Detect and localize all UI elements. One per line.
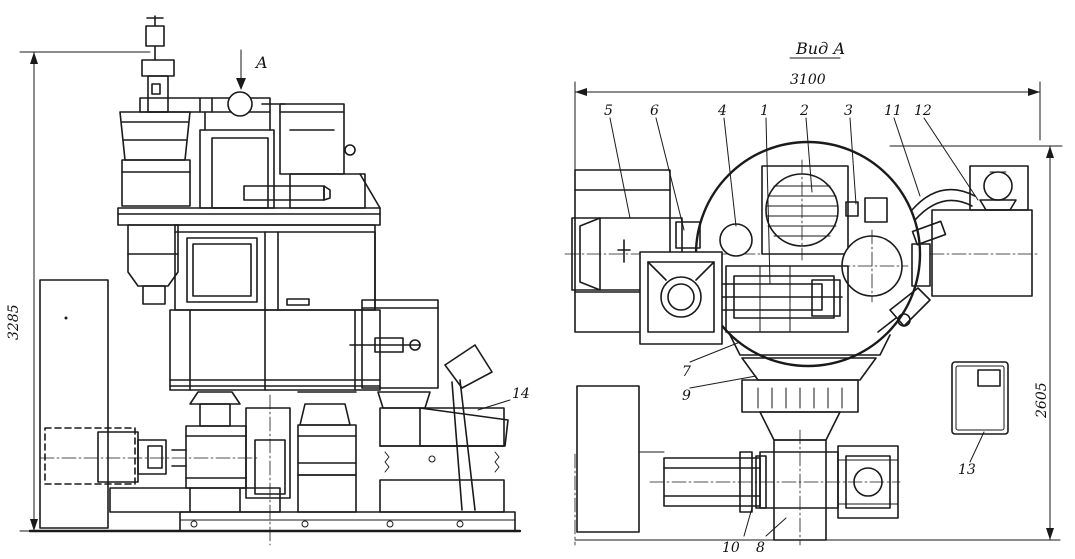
callout-11: 11 xyxy=(884,103,902,119)
unit-11-clamp-arm xyxy=(877,188,976,333)
callout-8: 8 xyxy=(756,540,765,556)
callout-1: 1 xyxy=(760,103,769,119)
callout-9: 9 xyxy=(682,388,691,404)
lower-left-cabinet xyxy=(576,385,640,533)
unit-10-drive xyxy=(649,451,901,513)
callout-2: 2 xyxy=(799,103,809,119)
callout-12: 12 xyxy=(914,103,932,119)
unit-3-bracket xyxy=(864,197,888,223)
view-arrow-label: A xyxy=(254,53,268,72)
callout-7: 7 xyxy=(682,364,691,380)
unit-2-cylinder xyxy=(761,159,849,261)
left-elevation-view: 3285 xyxy=(6,15,530,546)
right-gearbox xyxy=(837,445,899,519)
left-height-dimension: 3285 xyxy=(6,51,151,532)
upper-frame-structure xyxy=(117,207,381,391)
view-direction-arrow: A xyxy=(236,49,268,90)
callout-6: 6 xyxy=(650,103,659,119)
unit-4-ball xyxy=(719,223,753,257)
base-frame xyxy=(28,487,522,533)
top-pipe-manifold xyxy=(139,91,286,209)
right-plan-view: Вид А 3100 2605 xyxy=(564,39,1063,556)
secondary-mill xyxy=(297,391,357,513)
callout-10: 10 xyxy=(722,540,740,556)
unit-12-cabinet xyxy=(929,165,1041,297)
width-dimension-label: 3100 xyxy=(790,72,826,88)
callout-14: 14 xyxy=(477,386,530,411)
mill-housing xyxy=(171,391,291,513)
callout-4: 4 xyxy=(717,103,727,119)
feeder-bin xyxy=(243,103,381,209)
right-round-hatch xyxy=(835,229,909,303)
control-cabinet xyxy=(39,279,109,529)
width-dimension: 3100 xyxy=(574,72,1041,171)
unit-13-control-box xyxy=(951,361,1009,435)
unit-6-block xyxy=(675,221,701,249)
view-a-title: Вид А xyxy=(795,39,845,58)
callout-3: 3 xyxy=(844,103,853,119)
callouts-right-view: 5 6 4 1 2 3 11 12 7 9 10 8 13 xyxy=(604,103,985,556)
callout-13: 13 xyxy=(958,462,976,478)
vibrating-screen xyxy=(349,299,509,513)
callout-5: 5 xyxy=(604,103,613,119)
unit-3-part xyxy=(845,201,859,217)
right-height-label: 2605 xyxy=(1034,382,1050,419)
unit-1-shaft-assembly xyxy=(711,265,849,333)
cyclone-hopper xyxy=(119,15,191,305)
feed-flange-box xyxy=(639,251,723,345)
callout-14-label: 14 xyxy=(512,386,530,402)
right-height-dimension: 2605 xyxy=(889,145,1063,541)
unit-8-pipe xyxy=(759,429,839,546)
left-height-label: 3285 xyxy=(6,304,22,340)
main-drive-motor xyxy=(39,427,261,485)
